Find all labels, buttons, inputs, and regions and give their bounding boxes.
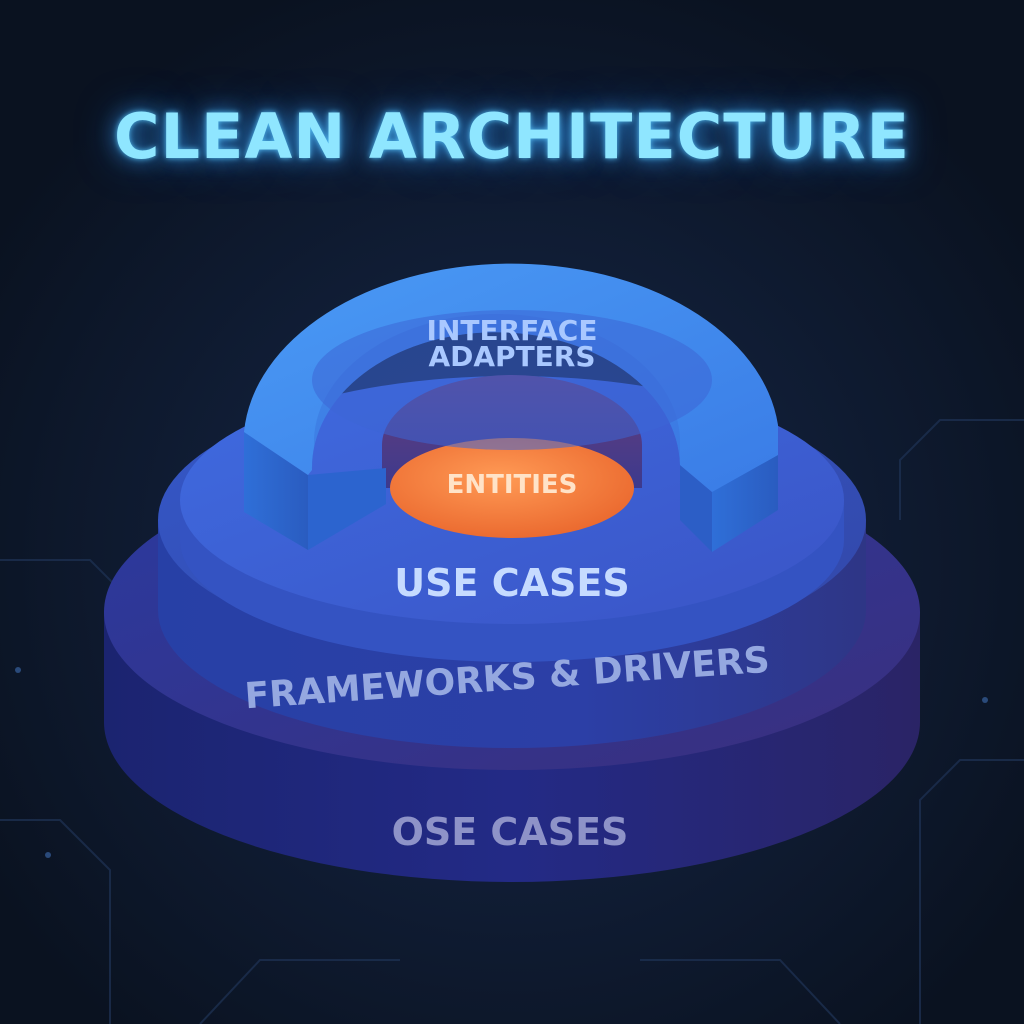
entities-core (390, 438, 634, 538)
ring-inner-floor (312, 310, 712, 450)
interface-adapters-label-line1: INTERFACE (427, 314, 598, 347)
entities-label: ENTITIES (447, 470, 578, 500)
interface-adapters-ring (244, 263, 778, 552)
circuit-lines (0, 419, 1024, 1024)
interface-adapters-label-line2: ADAPTERS (428, 340, 595, 373)
use-cases-label: USE CASES (394, 561, 629, 605)
diagram-title: CLEAN ARCHITECTURE (114, 100, 910, 173)
circuit-dots (15, 667, 988, 858)
outer-layer-label: OSE CASES (392, 810, 629, 854)
